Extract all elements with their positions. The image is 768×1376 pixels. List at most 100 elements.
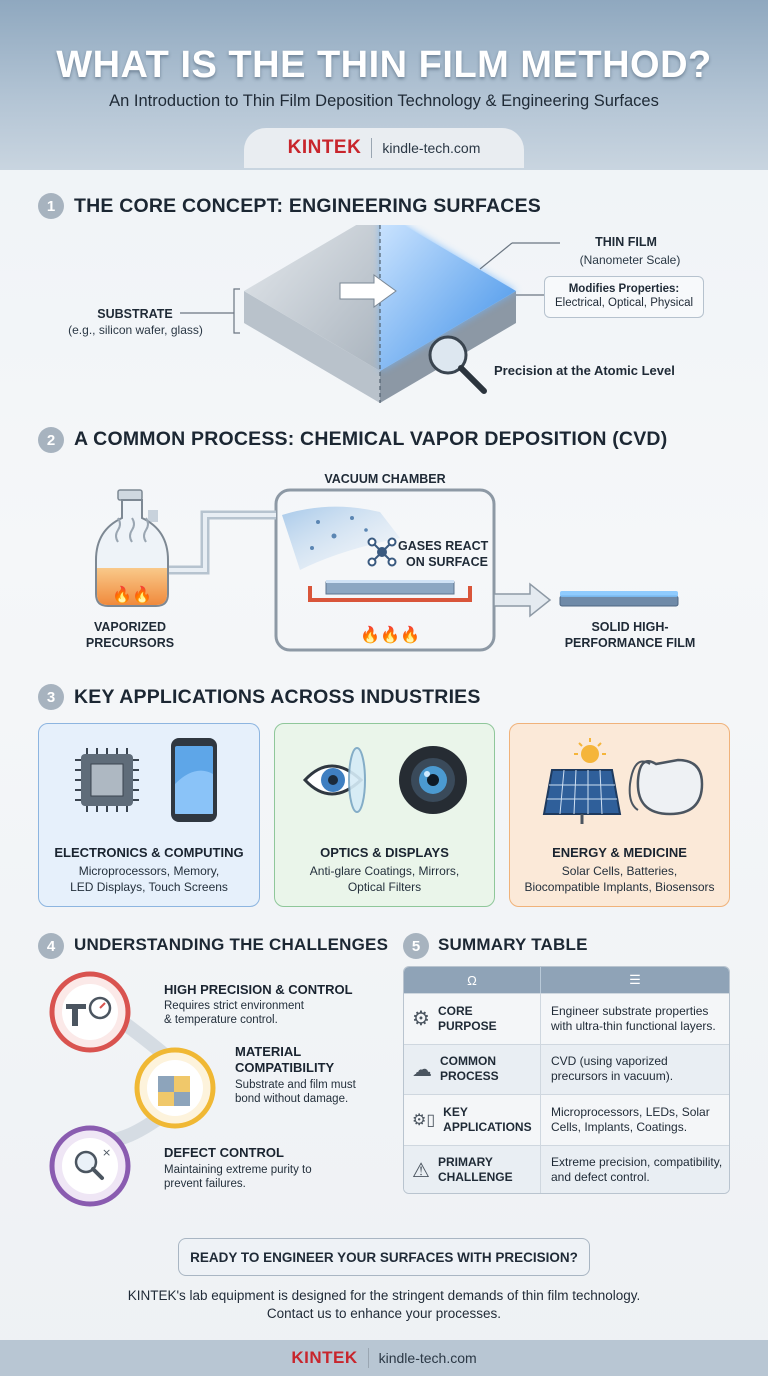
film-label-1: SOLID HIGH- — [591, 620, 669, 634]
card-optics-line2: Optical Filters — [347, 880, 422, 894]
row-value-line1: CVD (using vaporized — [551, 1054, 668, 1069]
react-label-2: ON SURFACE — [406, 555, 488, 569]
warning-icon: ⚠ — [412, 1159, 430, 1182]
defect-magnifier-icon: × — [49, 1125, 131, 1207]
row-value-line2: Cells, Implants, Coatings. — [551, 1119, 688, 1134]
cta-line1: KINTEK's lab equipment is designed for t… — [127, 1288, 641, 1303]
row-key-line2: APPLICATIONS — [443, 1119, 532, 1134]
challenge-precision-title: HIGH PRECISION & CONTROL — [164, 982, 353, 997]
section-1-title: THE CORE CONCEPT: ENGINEERING SURFACES — [74, 195, 541, 217]
molecule-icon — [367, 537, 397, 567]
section-2-title: A COMMON PROCESS: CHEMICAL VAPOR DEPOSIT… — [74, 428, 668, 450]
row-value-line1: Extreme precision, compatibility, — [551, 1155, 723, 1170]
vacuum-chamber — [274, 488, 496, 652]
challenge-precision-line2: & temperature control. — [164, 1014, 278, 1026]
divider — [367, 1348, 369, 1368]
eye-lens-icon — [302, 747, 366, 813]
section-2-number: 2 — [38, 427, 64, 453]
challenge-defect-line2: prevent failures. — [164, 1178, 246, 1190]
section-1-number: 1 — [38, 193, 64, 219]
section-3-title: KEY APPLICATIONS ACROSS INDUSTRIES — [74, 686, 481, 708]
optics-icons — [302, 746, 467, 814]
card-energy-line2: Biocompatible Implants, Biosensors — [524, 880, 715, 894]
section-5-title: SUMMARY TABLE — [438, 935, 588, 954]
svg-text:🔥🔥🔥: 🔥🔥🔥 — [360, 625, 420, 644]
page-title: WHAT IS THE THIN FILM METHOD? — [56, 44, 712, 86]
implant-icon — [628, 758, 704, 816]
card-electronics-title: ELECTRONICS & COMPUTING — [54, 845, 244, 860]
row-key-line1: CORE — [437, 1003, 473, 1018]
row-value-line2: with ultra-thin functional layers. — [551, 1018, 716, 1033]
card-electronics-line1: Microprocessors, Memory, — [78, 864, 220, 878]
gauge-caliper-icon — [49, 971, 131, 1053]
svg-text:×: × — [102, 1146, 111, 1159]
row-key-line2: PROCESS — [440, 1069, 499, 1084]
challenge-compat-line1: Substrate and film must — [235, 1079, 356, 1091]
chip-icon — [75, 748, 139, 812]
thin-film-label: THIN FILM — [595, 235, 657, 249]
row-key-line1: COMMON — [440, 1054, 496, 1069]
energy-icons — [542, 738, 704, 824]
challenges-rings: × — [49, 971, 216, 1207]
react-label-1: GASES REACT — [398, 539, 489, 553]
smartphone-icon — [171, 738, 217, 822]
substrate-sublabel: (e.g., silicon wafer, glass) — [68, 323, 203, 337]
row-value-line1: Microprocessors, LEDs, Solar — [551, 1104, 710, 1119]
row-key-line2: PURPOSE — [437, 1018, 497, 1033]
row-value-line2: precursors in vacuum). — [551, 1069, 674, 1084]
cloud-icon: ☁ — [412, 1058, 432, 1081]
card-energy: ENERGY & MEDICINE Solar Cells, Batteries… — [509, 723, 730, 907]
modifies-title: Modifies Properties: — [568, 283, 680, 295]
svg-text:🔥🔥: 🔥🔥 — [112, 585, 152, 604]
challenge-compat-line2: bond without damage. — [235, 1093, 349, 1105]
section-3-number: 3 — [38, 684, 64, 710]
footer: KINTEK kindle-tech.com — [0, 1340, 768, 1376]
table-header: Ω ☰ — [404, 967, 729, 993]
cta-button[interactable]: READY TO ENGINEER YOUR SURFACES WITH PRE… — [178, 1238, 590, 1276]
cta-description: KINTEK's lab equipment is designed for t… — [0, 1287, 768, 1323]
substrate-front-face — [244, 291, 380, 403]
card-optics-line1: Anti-glare Coatings, Mirrors, — [309, 864, 460, 878]
section-5-number: 5 — [403, 933, 429, 959]
row-key-line1: PRIMARY — [437, 1155, 493, 1170]
thin-film-layer — [380, 225, 516, 371]
card-electronics-line2: LED Displays, Touch Screens — [70, 880, 228, 894]
solar-panel-icon — [542, 738, 622, 824]
puzzle-icon — [134, 1047, 216, 1129]
card-optics: OPTICS & DISPLAYS Anti-glare Coatings, M… — [274, 723, 495, 907]
film-label-2: PERFORMANCE FILM — [564, 636, 696, 650]
footer-url[interactable]: kindle-tech.com — [378, 1350, 477, 1366]
substrate-diagram — [180, 225, 560, 403]
precursors-label-2: PRECURSORS — [85, 636, 175, 650]
divider — [371, 138, 373, 158]
flask-icon: 🔥🔥 — [95, 489, 169, 607]
electronics-icons — [75, 738, 217, 822]
row-value-line1: Engineer substrate properties — [551, 1003, 709, 1018]
card-energy-line1: Solar Cells, Batteries, — [561, 864, 678, 878]
challenge-precision-line1: Requires strict environment — [164, 1000, 304, 1012]
heater-tray — [308, 586, 472, 602]
card-electronics: ELECTRONICS & COMPUTING Microprocessors,… — [38, 723, 260, 907]
section-4-number: 4 — [38, 933, 64, 959]
precision-label: Precision at the Atomic Level — [494, 363, 675, 378]
vacuum-chamber-label: VACUUM CHAMBER — [324, 472, 446, 486]
row-value-line2: and defect control. — [551, 1170, 650, 1185]
film-output — [559, 595, 679, 607]
modifies-text: Electrical, Optical, Physical — [554, 297, 694, 309]
card-optics-title: OPTICS & DISPLAYS — [320, 845, 449, 860]
substrate-top — [244, 225, 380, 371]
brand-url[interactable]: kindle-tech.com — [382, 140, 481, 156]
cta-line2: Contact us to enhance your processes. — [266, 1306, 502, 1321]
modifies-properties-box: Modifies Properties: Electrical, Optical… — [544, 276, 704, 318]
section-4-title: UNDERSTANDING THE CHALLENGES — [74, 935, 389, 954]
challenge-compat-title-2: COMPATIBILITY — [235, 1060, 335, 1075]
row-key-line2: CHALLENGE — [437, 1170, 513, 1185]
cvd-diagram: 🔥🔥 🔥🔥🔥 — [95, 488, 679, 652]
thin-film-sublabel: (Nanometer Scale) — [579, 253, 681, 267]
challenge-defect-line1: Maintaining extreme purity to — [164, 1164, 312, 1176]
